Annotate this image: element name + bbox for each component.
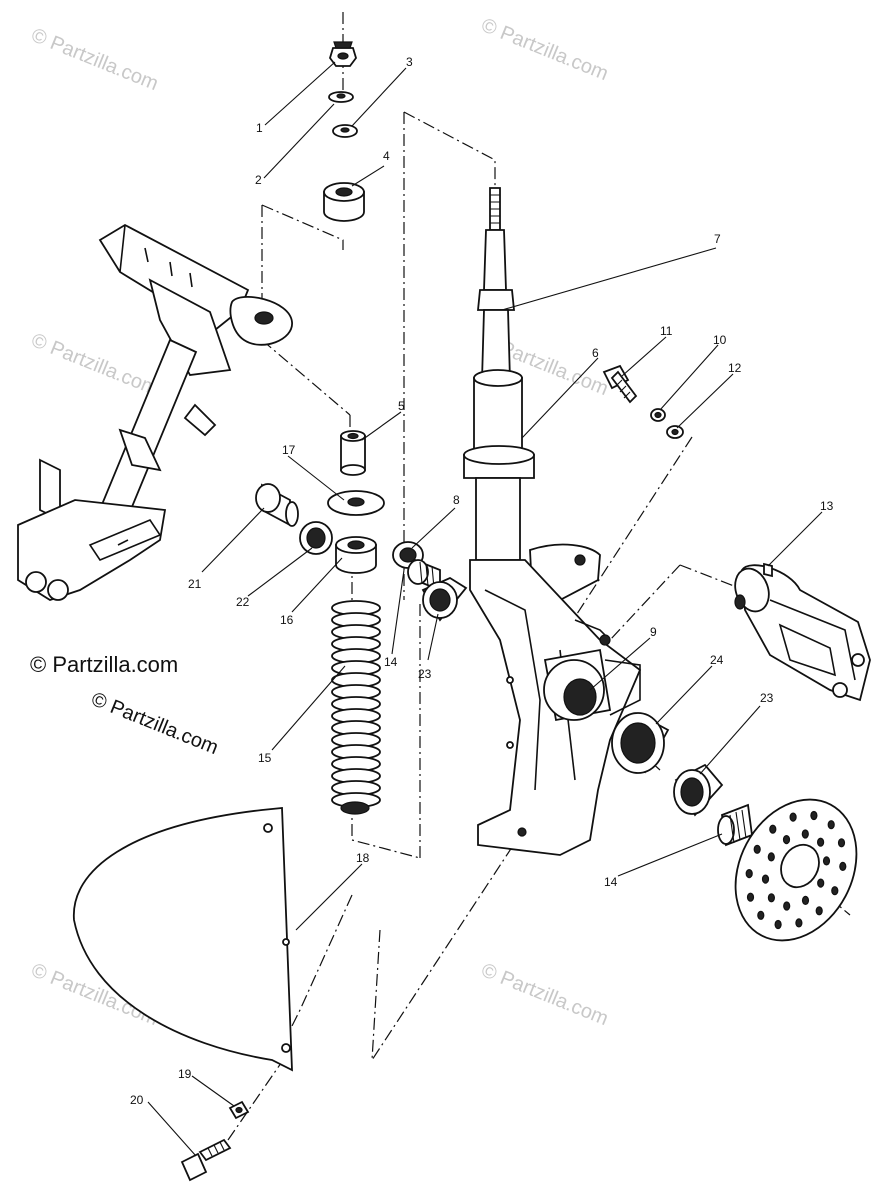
disc-hole <box>767 893 776 903</box>
callout-3: 3 <box>406 55 413 69</box>
part-6-strut <box>463 369 535 561</box>
callout-11: 11 <box>660 324 673 338</box>
disc-hole <box>837 838 846 848</box>
disc-hole <box>795 918 803 928</box>
disc-hole <box>822 856 831 866</box>
part-1-nut <box>329 41 357 67</box>
callout-22: 22 <box>236 595 250 609</box>
callout-16: 16 <box>280 613 294 627</box>
watermark: © Partzilla.com <box>28 329 161 400</box>
callout-14a: 14 <box>384 655 398 669</box>
callout-23a: 23 <box>418 667 432 681</box>
part-13-caliper <box>734 562 871 702</box>
part-3-washer <box>332 124 358 138</box>
disc-hole <box>757 910 765 920</box>
callout-12: 12 <box>728 361 742 375</box>
disc-hole <box>831 886 839 896</box>
part-20-bolt <box>180 1138 232 1182</box>
part-7-shaft <box>477 187 515 381</box>
spindle-knuckle <box>469 543 642 856</box>
disc-hole <box>816 837 825 847</box>
watermark: © Partzilla.com <box>478 14 611 85</box>
disc-hole <box>746 892 755 902</box>
part-22-seal <box>299 521 333 555</box>
callout-2: 2 <box>255 173 262 187</box>
part-16-seat <box>335 536 377 574</box>
part-23-race-lower <box>673 763 724 817</box>
part-4-bushing <box>323 182 365 222</box>
callout-10: 10 <box>713 333 727 347</box>
callout-9: 9 <box>650 625 657 639</box>
callout-8: 8 <box>453 493 460 507</box>
disc-hole <box>801 829 809 839</box>
disc-hole <box>774 919 782 930</box>
disc-hole <box>810 810 818 821</box>
callout-4: 4 <box>383 149 390 163</box>
callout-1: 1 <box>256 121 263 135</box>
part-15-spring <box>331 600 381 815</box>
disc-hole <box>815 906 823 916</box>
brake-disc <box>734 798 858 942</box>
callout-7: 7 <box>714 232 721 246</box>
watermark: © Partzilla.com <box>28 24 161 95</box>
disc-hole <box>789 812 797 822</box>
part-19-nut <box>228 1100 250 1120</box>
spring-end <box>340 801 370 815</box>
disc-hole <box>769 824 777 834</box>
part-14-bearing-lower <box>717 803 753 847</box>
callout-21: 21 <box>188 577 202 591</box>
part-24-seal <box>611 712 670 774</box>
disc-hole <box>782 834 791 845</box>
disc-hole <box>839 861 847 872</box>
callout-labels: 1 2 3 4 5 6 7 8 9 10 11 12 13 14 14 15 1… <box>130 55 834 1107</box>
leader-lines <box>147 61 823 1157</box>
callout-6: 6 <box>592 346 599 360</box>
callout-14b: 14 <box>604 875 618 889</box>
part-2-washer <box>328 91 354 103</box>
part-10-washer <box>650 408 666 422</box>
callout-18: 18 <box>356 851 370 865</box>
callout-5: 5 <box>398 399 405 413</box>
part-11-bolt <box>602 364 638 404</box>
part-18-guard <box>73 807 293 1072</box>
part-12-washer <box>666 425 684 439</box>
disc-hole <box>817 878 825 888</box>
callout-15: 15 <box>258 751 272 765</box>
callout-20: 20 <box>130 1093 144 1107</box>
disc-hole <box>745 868 753 879</box>
callout-23b: 23 <box>760 691 774 705</box>
frame-bracket <box>17 223 293 601</box>
disc-hole <box>801 895 810 906</box>
callout-19: 19 <box>178 1067 192 1081</box>
callout-24: 24 <box>710 653 724 667</box>
callout-17: 17 <box>282 443 296 457</box>
copyright-label: © Partzilla.com <box>30 652 178 677</box>
callout-13: 13 <box>820 499 834 513</box>
part-23-race-upper <box>421 576 468 622</box>
copyright-label-rotated: © Partzilla.com <box>88 688 221 759</box>
part-17-washer <box>327 490 385 516</box>
disc-hole <box>827 820 835 830</box>
disc-hole <box>753 844 761 854</box>
part-5-spacer <box>340 430 366 476</box>
watermark: © Partzilla.com <box>478 959 611 1030</box>
disc-hole <box>783 901 791 911</box>
disc-hole <box>767 852 775 862</box>
disc-hole <box>761 874 770 884</box>
part-21-pivot <box>255 483 299 527</box>
